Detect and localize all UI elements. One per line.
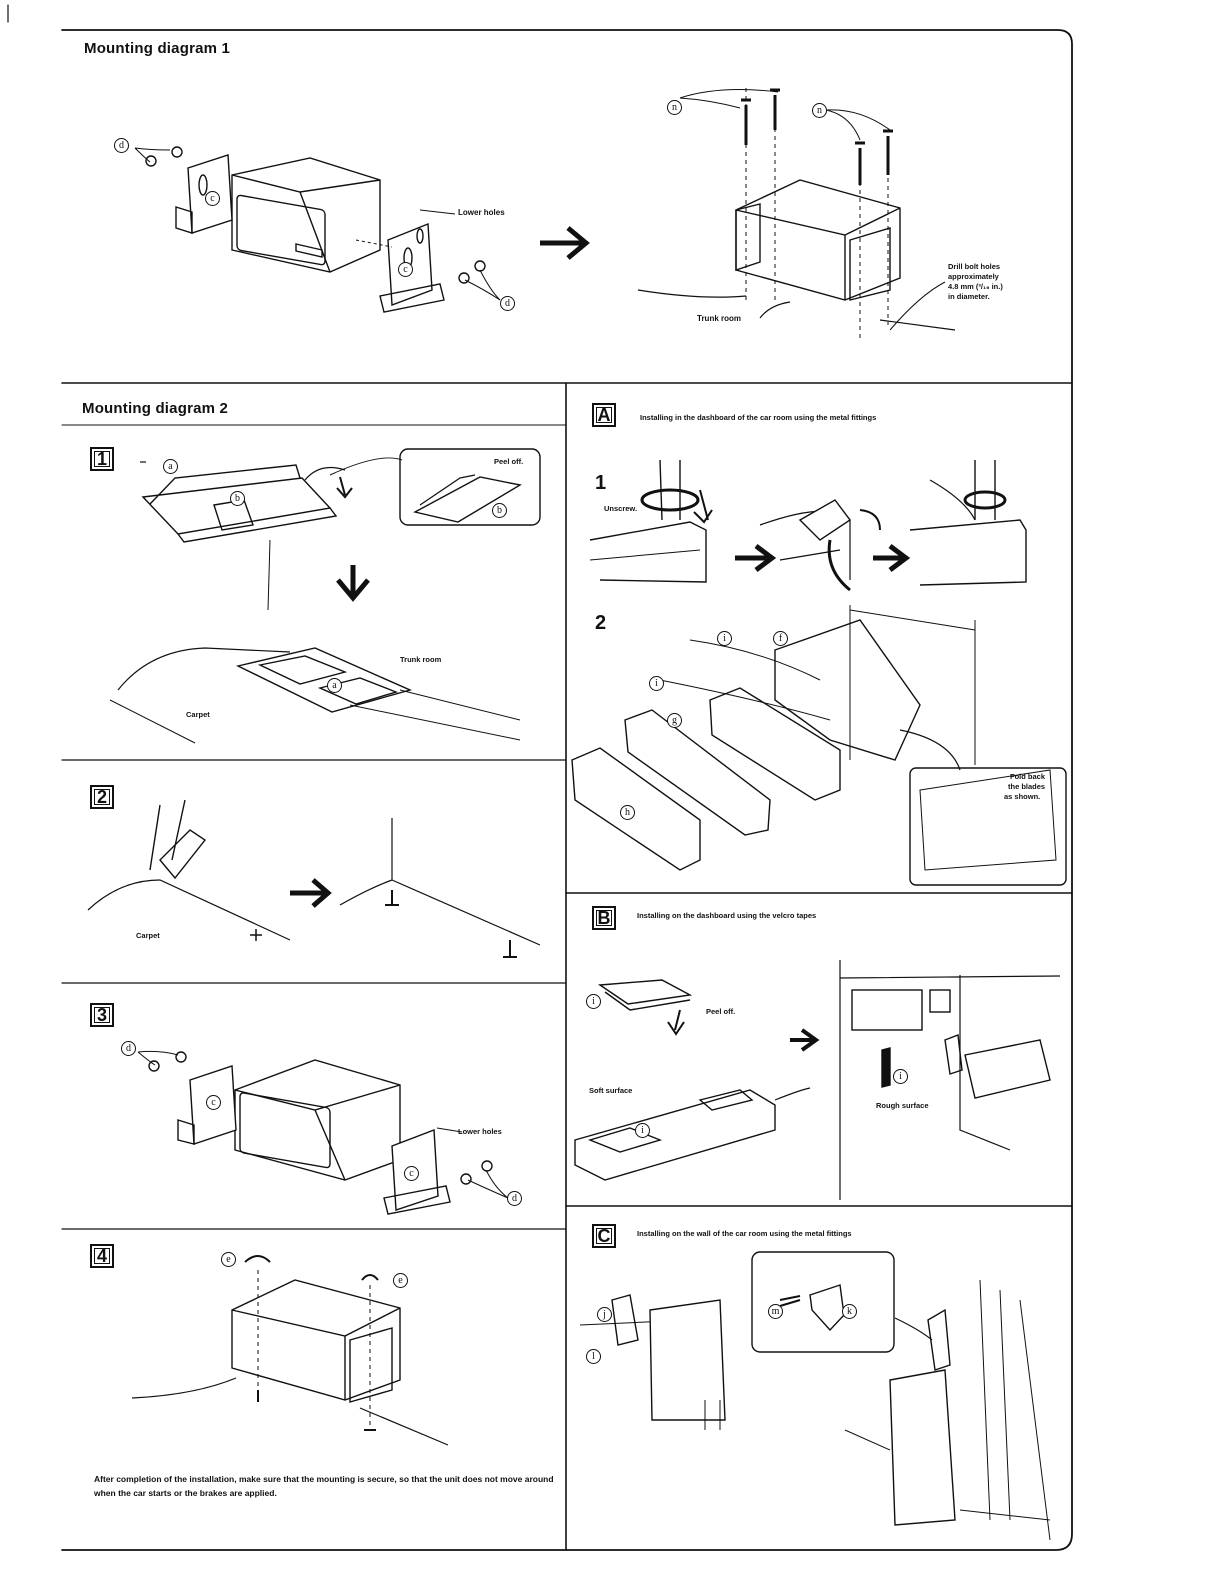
step1-trunk-room-label: Trunk room (400, 655, 442, 664)
section-a-drawing (571, 459, 1067, 886)
diagram1-unit-mounted (637, 88, 956, 338)
part-label-c: c (404, 1166, 419, 1181)
step4-drawing (131, 1255, 449, 1446)
part-label-b: b (492, 503, 507, 518)
part-label-a: a (327, 678, 342, 693)
part-label-h: h (620, 805, 635, 820)
fold-back-line3: as shown. (1004, 792, 1041, 801)
part-label-f: f (773, 631, 788, 646)
diagram2-completion-note: After completion of the installation, ma… (94, 1474, 554, 1498)
part-label-a: a (163, 459, 178, 474)
section-b-title: Installing on the dashboard using the ve… (637, 911, 817, 920)
section-a-title: Installing in the dashboard of the car r… (640, 413, 877, 422)
part-label-m: m (768, 1304, 783, 1319)
step1-peel-off-label: Peel off. (494, 457, 524, 466)
step3-drawing (137, 1050, 509, 1215)
part-label-g: g (667, 713, 682, 728)
diagram1-title: Mounting diagram 1 (84, 40, 231, 57)
part-label-d: d (121, 1041, 136, 1056)
soft-surface-label: Soft surface (589, 1086, 633, 1095)
part-label-i: i (649, 676, 664, 691)
section-b-letter: B (592, 906, 616, 930)
unscrew-label: Unscrew. (604, 504, 638, 513)
part-label-d: d (507, 1191, 522, 1206)
section-c-letter: C (592, 1224, 616, 1248)
section-c-title: Installing on the wall of the car room u… (637, 1229, 852, 1238)
section-a-step2-number: 2 (595, 612, 607, 634)
fold-back-line1: Fold back (1010, 772, 1046, 781)
part-label-e: e (221, 1252, 236, 1267)
part-label-d: d (500, 296, 515, 311)
section-b-peel-off-label: Peel off. (706, 1007, 736, 1016)
part-label-c: c (398, 262, 413, 277)
drill-note-line2: approximately (948, 272, 999, 281)
part-label-b: b (230, 491, 245, 506)
drill-note-line1: Drill bolt holes (948, 262, 1001, 271)
step-number-3: 3 (90, 1003, 114, 1027)
step1-carpet-label: Carpet (186, 710, 210, 719)
section-a-letter: A (592, 403, 616, 427)
diagram1-unit-exploded (134, 146, 501, 313)
step-number-4: 4 (90, 1244, 114, 1268)
part-label-n: n (812, 103, 827, 118)
part-label-i: i (717, 631, 732, 646)
part-label-i: i (893, 1069, 908, 1084)
part-label-l: l (586, 1349, 601, 1364)
drill-note-line3: 4.8 mm (³/₁₆ in.) (948, 282, 1003, 291)
fold-back-line2: the blades (1008, 782, 1046, 791)
diagram2-title: Mounting diagram 2 (82, 400, 229, 417)
part-label-d: d (114, 138, 129, 153)
step2-drawing (87, 799, 541, 958)
part-label-n: n (667, 100, 682, 115)
step2-carpet-label: Carpet (136, 931, 160, 940)
section-b-drawing (574, 960, 1061, 1200)
diagram1-trunk-room-label: Trunk room (697, 314, 742, 323)
part-label-i: i (586, 994, 601, 1009)
part-label-e: e (393, 1273, 408, 1288)
part-label-c: c (205, 191, 220, 206)
step-number-2: 2 (90, 785, 114, 809)
rough-surface-label: Rough surface (876, 1101, 929, 1110)
part-label-c: c (206, 1095, 221, 1110)
part-label-i: i (635, 1123, 650, 1138)
step-number-1: 1 (90, 447, 114, 471)
diagram1-lower-holes-label: Lower holes (458, 208, 505, 217)
arrow-right-1 (540, 226, 590, 260)
section-a-step1-number: 1 (595, 472, 607, 494)
drill-note-line4: in diameter. (948, 292, 990, 301)
step1-drawing (109, 448, 541, 744)
part-label-k: k (842, 1304, 857, 1319)
section-c-drawing (579, 1251, 1051, 1541)
step3-lower-holes-label: Lower holes (458, 1127, 502, 1136)
part-label-j: j (597, 1307, 612, 1322)
